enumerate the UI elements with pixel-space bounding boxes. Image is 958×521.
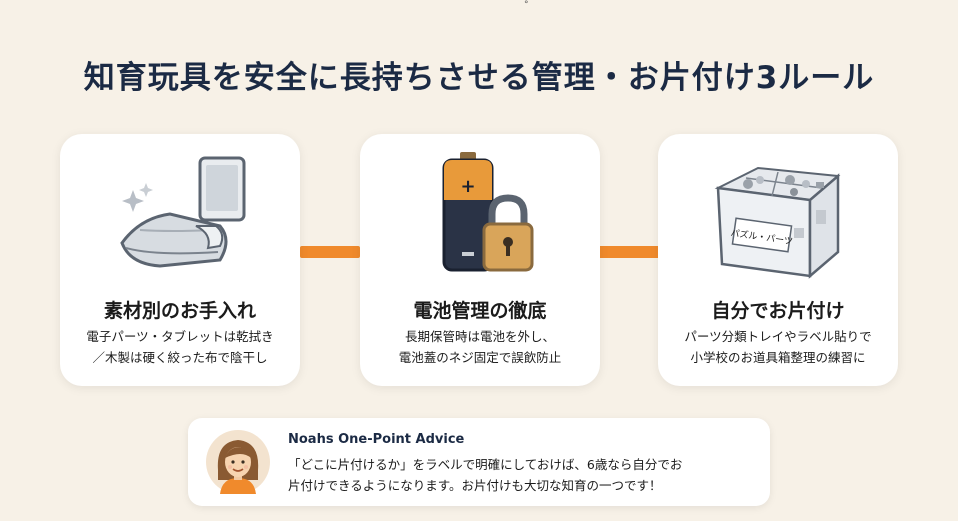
card-desc-line: 小学校のお道具箱整理の練習に: [690, 350, 866, 365]
card-desc-line: ／木製は硬く絞った布で陰干し: [92, 350, 268, 365]
card-description: 長期保管時は電池を外し、 電池蓋のネジ固定で誤飲防止: [366, 326, 594, 368]
advice-box: Noahs One-Point Advice 「どこに片付けるか」をラベルで明確…: [188, 418, 770, 506]
card-material-care: 素材別のお手入れ 電子パーツ・タブレットは乾拭き ／木製は硬く絞った布で陰干し: [60, 134, 300, 386]
connector-line-right: [598, 246, 660, 258]
card-title: 素材別のお手入れ: [103, 300, 256, 322]
card-desc-line: 電池蓋のネジ固定で誤飲防止: [398, 350, 562, 365]
top-mark: °: [524, 0, 529, 10]
storage-box-icon: パズル・パーツ: [714, 166, 841, 279]
advice-text: 「どこに片付けるか」をラベルで明確にしておけば、6歳なら自分でお 片付けできるよ…: [288, 454, 758, 496]
card-title: 自分でお片付け: [711, 300, 845, 322]
advice-line: 「どこに片付けるか」をラベルで明確にしておけば、6歳なら自分でお: [288, 457, 683, 472]
card-description: パーツ分類トレイやラベル貼りで 小学校のお道具箱整理の練習に: [664, 326, 892, 368]
advisor-avatar-icon: [206, 430, 270, 494]
connector-line-left: [300, 246, 360, 258]
advice-title: Noahs One-Point Advice: [288, 432, 465, 447]
card-battery-management: + 電池管理の徹底 長期保管時は電池を外し、 電池蓋のネジ固定で誤飲防止: [360, 134, 600, 386]
battery-plus-mark: +: [460, 176, 475, 197]
card-desc-line: 電子パーツ・タブレットは乾拭き: [86, 329, 274, 344]
battery-lock-icon: +: [442, 152, 534, 272]
page-title: 知育玩具を安全に長持ちさせる管理・お片付け3ルール: [83, 60, 875, 96]
card-desc-line: パーツ分類トレイやラベル貼りで: [684, 329, 872, 344]
card-self-tidying: パズル・パーツ 自分でお片付け パーツ分類トレイやラベル貼りで 小学校のお道具箱…: [658, 134, 898, 386]
card-title: 電池管理の徹底: [413, 300, 547, 322]
card-description: 電子パーツ・タブレットは乾拭き ／木製は硬く絞った布で陰干し: [66, 326, 294, 368]
card-desc-line: 長期保管時は電池を外し、: [404, 329, 555, 344]
cloth-tablet-icon: [120, 156, 246, 268]
advice-line: 片付けできるようになります。お片付けも大切な知育の一つです！: [288, 478, 662, 493]
